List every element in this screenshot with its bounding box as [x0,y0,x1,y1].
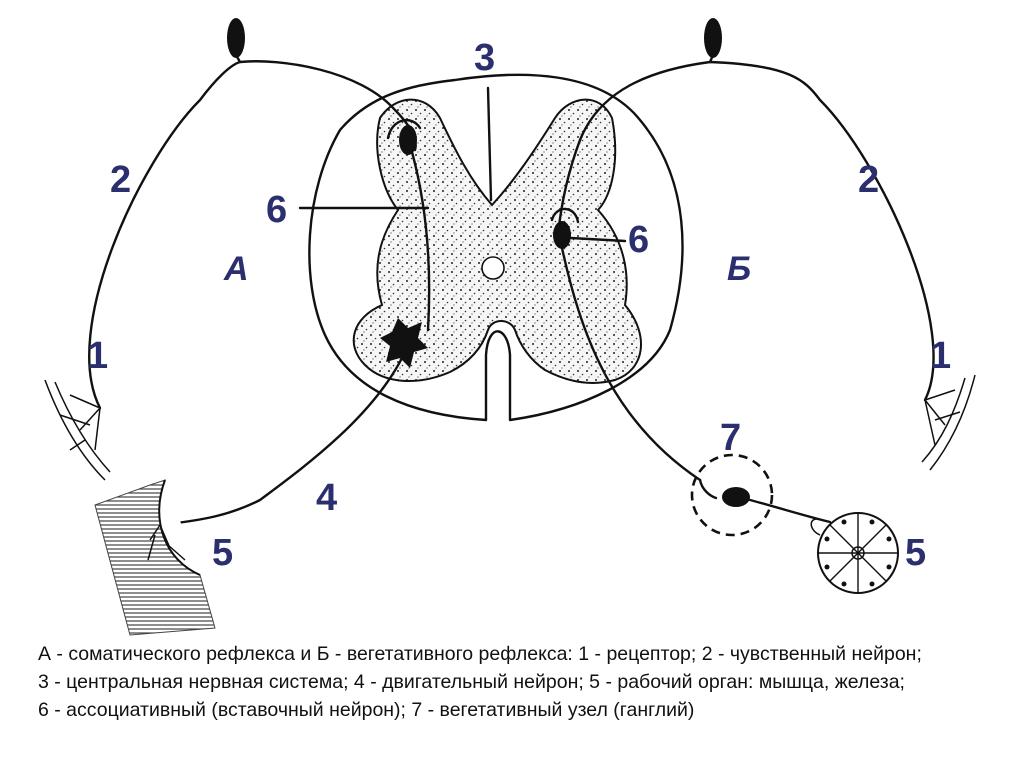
caption-line-1: А - соматического рефлекса и Б - вегетат… [38,643,922,665]
label-1-left: 1 [87,335,108,377]
label-6-left: 6 [266,189,287,231]
caption-line-2: 3 - центральная нервная система; 4 - дви… [38,671,905,693]
label-5-left: 5 [212,532,233,574]
label-7: 7 [720,417,741,459]
muscle-icon [94,479,216,636]
interneuron-right-icon [553,221,571,249]
label-4: 4 [316,477,337,519]
spinal-cord-outline [308,73,684,422]
interneuron-axon-left [410,150,431,332]
label-2-left: 2 [110,159,131,201]
label-3: 3 [474,37,495,79]
ganglion-cell-left-icon [227,18,245,58]
receptor-left-icon [44,379,111,481]
interneuron-left-icon [399,125,417,155]
figure-caption: А - соматического рефлекса и Б - вегетат… [38,640,998,724]
motor-neuron-icon [380,318,428,368]
ganglion-cell-right-icon [704,18,722,58]
receptor-right-icon [921,374,976,471]
label-5-right: 5 [905,532,926,574]
label-a: А [223,250,249,288]
motor-neuron-axon [158,356,404,527]
caption-line-3: 6 - ассоциативный (вставочный нейрон); 7… [38,699,695,721]
label-b: Б [727,250,751,288]
label-6-right: 6 [628,219,649,261]
central-canal [481,256,505,280]
preganglionic-fiber [560,246,702,482]
sensory-neuron-right [556,60,935,402]
label-1-right: 1 [930,335,951,377]
label-2-right: 2 [858,159,879,201]
reflex-arc-diagram: 3 2 2 6 6 А Б 1 1 7 4 5 5 [44,18,976,636]
sensory-neuron-left [88,60,417,410]
autonomic-ganglion-icon [690,453,774,537]
gland-icon [810,512,899,594]
